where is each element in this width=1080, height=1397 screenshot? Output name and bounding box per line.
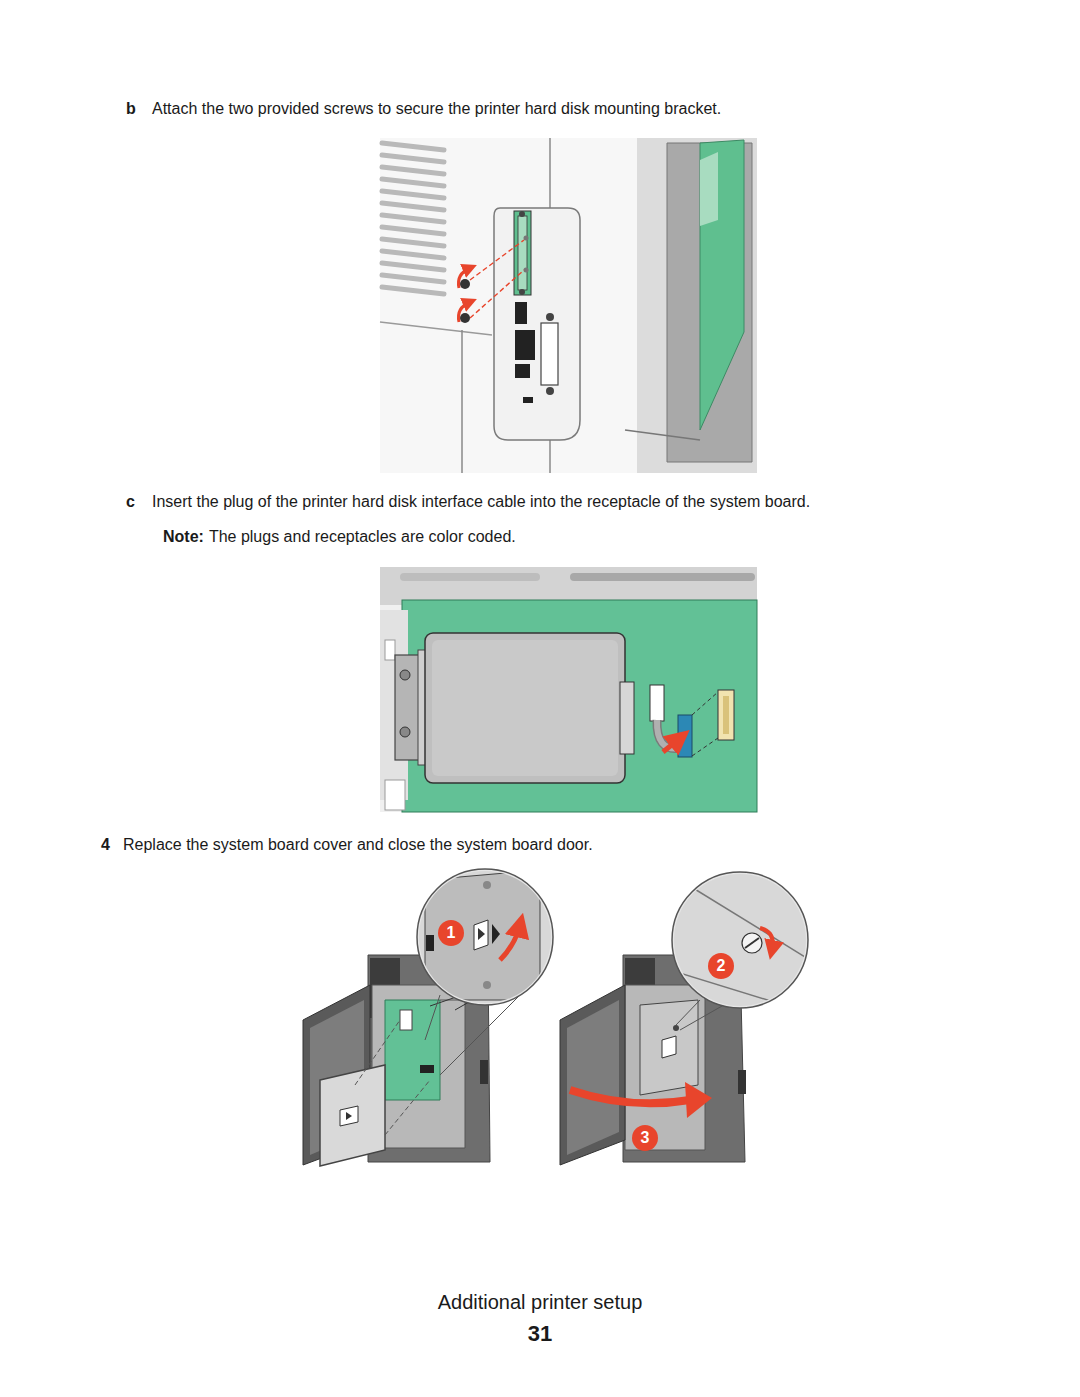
- close-door-illustration: [303, 860, 815, 1166]
- step-letter: b: [126, 99, 136, 118]
- note-label: Note:: [163, 527, 204, 546]
- callout-number: 1: [447, 923, 456, 942]
- bracket-screws-illustration: [380, 138, 757, 473]
- callout-number: 2: [717, 956, 726, 975]
- page-number: 31: [528, 1321, 552, 1347]
- interface-cable-illustration: [380, 567, 757, 812]
- callout-number: 3: [641, 1128, 650, 1147]
- instruction-text: Insert the plug of the printer hard disk…: [152, 492, 810, 511]
- footer-section-title: Additional printer setup: [438, 1290, 643, 1314]
- instruction-text: Replace the system board cover and close…: [123, 835, 593, 854]
- instruction-text: Attach the two provided screws to secure…: [152, 99, 721, 118]
- step-letter: c: [126, 492, 135, 511]
- step-number: 4: [101, 835, 110, 854]
- note-text: The plugs and receptacles are color code…: [209, 527, 516, 546]
